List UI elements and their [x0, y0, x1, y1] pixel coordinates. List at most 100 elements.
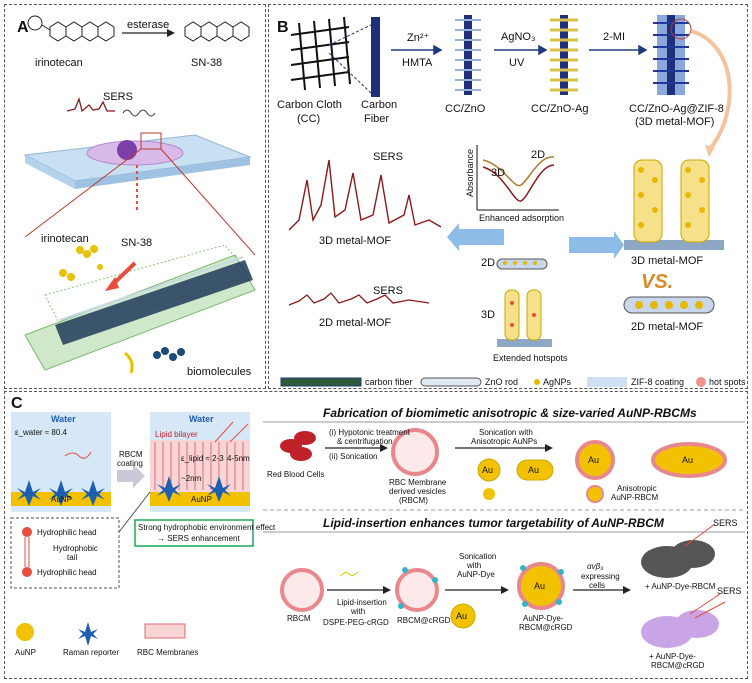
legend-agnps: AgNPs — [543, 377, 572, 387]
nm-2-label: ~2nm — [181, 474, 202, 483]
aunp-dye-rbcm — [517, 562, 565, 610]
carbon-cloth-label: Carbon Cloth — [277, 99, 342, 111]
sers-spectrum-2d — [288, 292, 430, 306]
sonication-with-2: Anisotropic AuNPs — [471, 437, 538, 446]
hmta-label: HMTA — [402, 57, 433, 69]
eps-water-label: ε_water ≈ 80.4 — [15, 428, 67, 437]
mof2d-label: 2D metal-MOF — [319, 317, 392, 329]
sers-top-label: SERS — [373, 151, 403, 163]
plus-crgd-label-1: + AuNP-Dye- — [649, 652, 696, 661]
nm-4-5-label: 4-5nm — [227, 454, 250, 463]
panel-b-label: B — [277, 19, 289, 36]
lipid-insertion-3: DSPE-PEG-cRGD — [323, 618, 389, 627]
cc-zno-fiber — [455, 15, 481, 95]
aunp-dye-rbcm-2: RBCM@cRGD — [519, 623, 573, 632]
final-label-1: CC/ZnO-Ag@ZIF-8 — [629, 103, 724, 115]
hydrophilic-head-1: Hydrophilic head — [37, 528, 97, 537]
strong-effect-2: → SERS enhancement — [157, 534, 240, 543]
plus-rbcm-label: + AuNP-Dye-RBCM — [645, 582, 716, 591]
sers-c-label-2: SERS — [717, 586, 742, 596]
sers-bottom-label: SERS — [373, 285, 403, 297]
title-2: Lipid-insertion enhances tumor targetabi… — [323, 516, 664, 530]
eps-lipid-label: ε_lipid ≈ 2-3 — [181, 454, 224, 463]
cc-zno-ag-label: CC/ZnO-Ag — [531, 103, 589, 115]
legend-zif8: ZIF-8 coating — [631, 377, 685, 387]
son-dye-2: with — [467, 561, 482, 570]
rbc-membrane-3: (RBCM) — [399, 496, 428, 505]
mof-2d-substrate — [623, 296, 715, 314]
au-label-6: Au — [534, 581, 546, 591]
comparison-2d — [496, 258, 548, 270]
aunp-rbcm-sphere — [575, 440, 615, 480]
process-arrows-row1 — [391, 44, 648, 56]
au-label-4: Au — [682, 455, 694, 465]
absorbance-label: Absorbance — [465, 148, 475, 197]
three-d-label: 3D — [481, 309, 496, 321]
sonication-with-1: Sonication with — [479, 428, 533, 437]
agno3-label: AgNO₃ — [501, 31, 536, 43]
abs-2d-label: 2D — [531, 149, 546, 161]
legend-aunp-label: AuNP — [15, 648, 36, 657]
lipid-bilayer-lines — [154, 442, 244, 490]
cell-nucleus — [117, 140, 137, 160]
panel-a: A irinotecan esterase SN-38 SERS irinote… — [4, 4, 266, 389]
cc-zno-ag-fiber — [550, 15, 578, 95]
legend-zno-rod: ZnO rod — [485, 377, 519, 387]
anisotropic-label-1: Anisotropic — [617, 484, 657, 493]
avb3-label-2: expressing — [581, 572, 620, 581]
red-blood-cells — [280, 431, 316, 461]
mof2d-right-label: 2D metal-MOF — [631, 321, 704, 333]
panel-a-label: A — [17, 19, 29, 36]
biomolecules-cluster — [153, 347, 185, 361]
rbcm-coating-label-1: RBCM — [119, 450, 143, 459]
coating-arrow — [117, 464, 145, 488]
mof3d-label: 3D metal-MOF — [319, 235, 392, 247]
sonication-label: (ii) Sonication — [329, 452, 378, 461]
2mi-label: 2-MI — [603, 31, 625, 43]
sers-c-label-1: SERS — [713, 518, 738, 528]
irinotecan-label-2: irinotecan — [41, 233, 89, 245]
sers-spectrum-3d — [288, 159, 442, 231]
fiber-label: Fiber — [364, 113, 390, 125]
son-dye-1: Sonication — [459, 552, 497, 561]
absorbance-plot — [476, 145, 559, 211]
avb3-label-3: cells — [589, 581, 606, 590]
aunp-bar-2 — [150, 492, 250, 506]
aunp-rbcm-rod — [651, 442, 727, 478]
red-blood-cells-label: Red Blood Cells — [267, 470, 325, 479]
aunp-dye-rbcm-1: AuNP-Dye- — [523, 614, 564, 623]
legend-hot-spots: hot spots — [709, 377, 746, 387]
lipid-detail-box — [10, 517, 120, 589]
rbc-membrane-2: derived vesicles — [389, 487, 446, 496]
panel-c: C Water ε_water ≈ 80.4 RBCM coating Wate… — [4, 391, 748, 679]
abs-3d-label: 3D — [491, 167, 506, 179]
sn38-label: SN-38 — [191, 57, 223, 69]
big-arrows — [447, 223, 624, 259]
lipid-bilayer-label: Lipid bilayer — [155, 430, 198, 439]
strong-effect-1: Strong hydrophobic environment effect — [138, 523, 276, 532]
panel-c-graphics — [10, 412, 745, 648]
cells-purple — [641, 610, 719, 648]
rbcm-label: RBCM — [287, 614, 311, 623]
rbcm-vesicle-1 — [391, 428, 439, 476]
sers-spectrum-a — [66, 96, 115, 113]
au-label-2: Au — [528, 465, 540, 475]
son-dye-3: AuNP-Dye — [457, 570, 495, 579]
comparison-3d — [497, 289, 552, 347]
legend-aunp-icon — [16, 623, 34, 641]
hypotonic-label-1: (i) Hypotonic treatment — [329, 428, 410, 437]
au-label-5: Au — [456, 611, 468, 621]
au-label-1: Au — [482, 465, 494, 475]
legend-raman-icon — [78, 622, 98, 646]
panel-a-graphics — [23, 15, 256, 374]
enhanced-label: Enhanced adsorption — [479, 213, 565, 223]
plus-crgd-label-2: RBCM@cRGD — [651, 661, 705, 670]
au-label-3: Au — [588, 455, 600, 465]
biomolecules-label: biomolecules — [187, 366, 252, 378]
carbon-fiber — [371, 17, 380, 97]
legend-carbon-fiber: carbon fiber — [365, 377, 413, 387]
mof3d-right-label: 3D metal-MOF — [631, 255, 704, 267]
irinotecan-structure — [27, 15, 115, 42]
rbcm-coating-label-2: coating — [117, 459, 143, 468]
panel-c-label: C — [11, 395, 23, 412]
